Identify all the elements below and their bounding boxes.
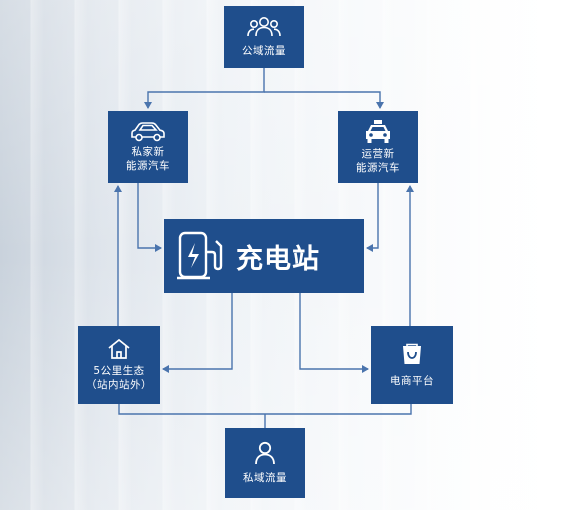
node-label: 私域流量 xyxy=(243,472,287,484)
node-charging-station: 充电站 xyxy=(164,219,364,293)
node-label: 私家新 能源汽车 xyxy=(126,145,170,172)
edge-station-to-eco xyxy=(162,293,233,373)
node-label: 电商平台 xyxy=(390,375,434,387)
background-fade xyxy=(390,0,570,510)
charging-pile-icon xyxy=(177,231,223,280)
node-label: 公域流量 xyxy=(242,45,286,57)
edge-eco-to-private-traffic xyxy=(118,404,412,415)
node-ecommerce: 电商平台 xyxy=(371,326,453,404)
node-label: 运营新 能源汽车 xyxy=(356,147,400,174)
house-icon xyxy=(108,338,130,359)
edge-station-to-ecommerce xyxy=(299,293,369,373)
edge-private-ev-to-station xyxy=(137,183,162,252)
node-label: 5公里生态 （站内站外） xyxy=(86,365,152,391)
node-private-ev: 私家新 能源汽车 xyxy=(108,111,188,183)
station-title: 充电站 xyxy=(236,243,320,275)
node-private-traffic: 私域流量 xyxy=(225,428,305,498)
node-operating-ev: 运营新 能源汽车 xyxy=(338,111,418,183)
shopping-bag-icon xyxy=(403,343,421,364)
user-icon xyxy=(255,441,275,465)
taxi-icon xyxy=(366,119,390,143)
edge-public-to-private-ev xyxy=(144,68,265,109)
edge-operating-ev-to-station xyxy=(366,183,379,252)
node-eco-5km: 5公里生态 （站内站外） xyxy=(78,326,160,404)
users-icon xyxy=(247,17,281,37)
car-icon xyxy=(131,121,165,141)
node-public-traffic: 公域流量 xyxy=(224,6,304,68)
edge-public-to-operating-ev xyxy=(264,91,384,109)
